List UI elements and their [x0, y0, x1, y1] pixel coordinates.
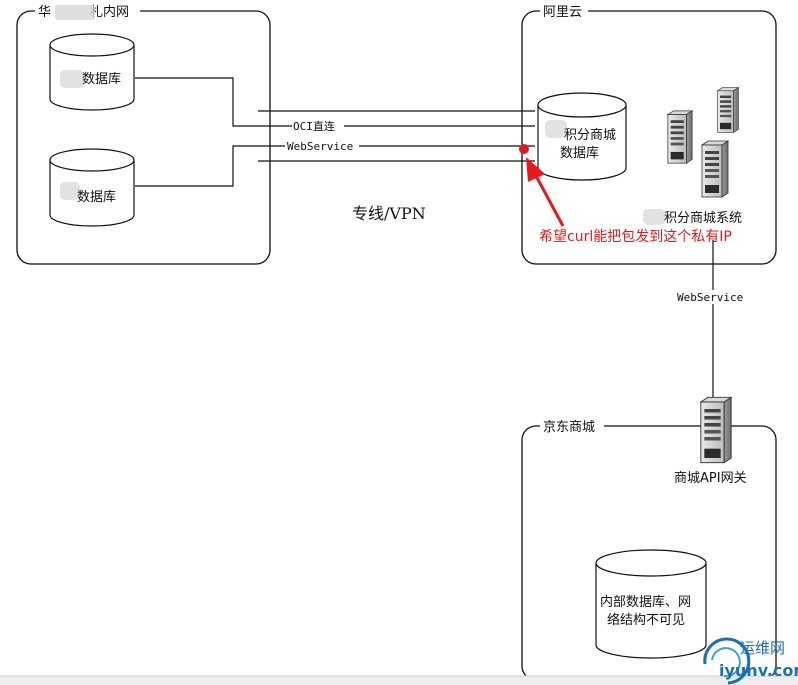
left-top-database-label: 数据库 — [82, 71, 121, 87]
points-mall-database: 积分商城 数据库 — [537, 92, 627, 181]
left-bottom-database-label: 数据库 — [77, 189, 116, 205]
left-bottom-database: 数据库 — [49, 148, 135, 227]
jd-internal-database: 内部数据库、网 络结构不可见 — [595, 549, 707, 659]
private-ip-marker — [519, 144, 529, 154]
points-system-server-icons — [667, 87, 739, 198]
jd-db-label-line1: 内部数据库、网 — [600, 594, 691, 610]
watermark-cn: 运维网 — [740, 639, 785, 657]
vpn-label: 专线/VPN — [352, 204, 426, 223]
annotation-text: 希望curl能把包发到这个私有IP — [539, 228, 732, 245]
red-arrow-icon — [526, 157, 565, 227]
left-top-database: 数据库 — [49, 33, 135, 111]
points-db-label-line2: 数据库 — [560, 145, 599, 161]
jd-gateway-server-icon — [700, 396, 732, 464]
jd-gateway-label: 商城API网关 — [674, 471, 747, 486]
bottom-scroll-strip — [0, 676, 798, 685]
connection-lines — [135, 77, 714, 398]
webservice-vertical-label: WebService — [677, 291, 743, 304]
oci-link-label: OCI直连 — [293, 119, 335, 133]
jd-group-title: 京东商城 — [543, 420, 595, 435]
watermark-logo: 运维网 iyunv.com — [703, 637, 798, 685]
jd-db-label-line2: 络结构不可见 — [607, 612, 685, 628]
watermark-url: iyunv.com — [719, 661, 798, 680]
points-db-label-line1: 积分商城 — [564, 128, 616, 143]
left-group-box — [16, 10, 271, 265]
points-system-label: 积分商城系统 — [664, 211, 742, 226]
webservice-link-label: WebService — [287, 140, 353, 153]
aliyun-group-box — [521, 10, 777, 265]
aliyun-group-title: 阿里云 — [543, 5, 582, 20]
